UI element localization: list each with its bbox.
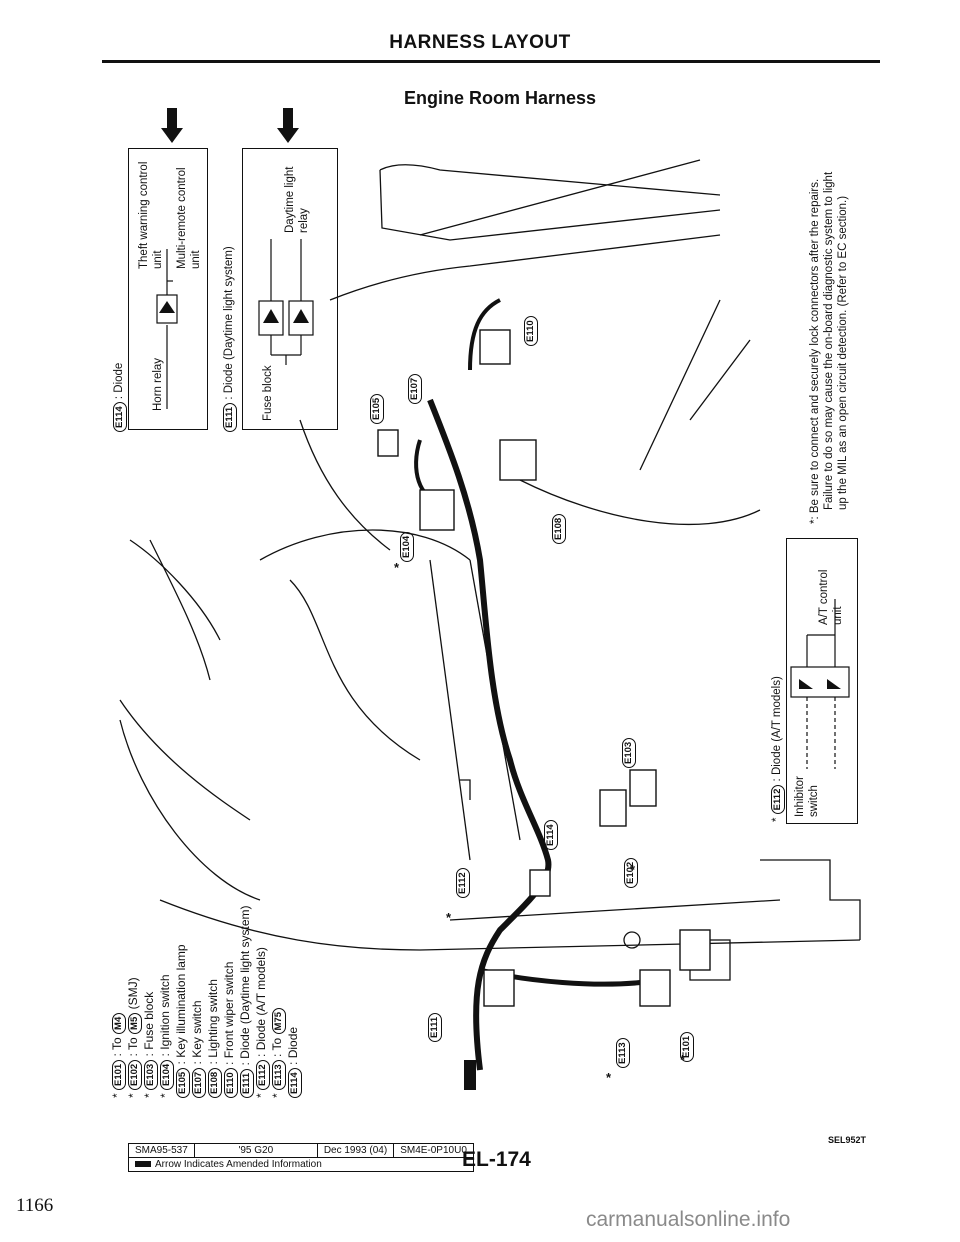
engine-room-harness-drawing bbox=[119, 159, 861, 1090]
star-mark: * bbox=[446, 910, 452, 925]
section-subtitle: Engine Room Harness bbox=[404, 88, 597, 108]
legend-row: E111 : Diode (Daytime light system) bbox=[238, 858, 254, 1098]
watermark: carmanualsonline.info bbox=[586, 1208, 791, 1231]
legend-row: * E101 : To M4 bbox=[110, 858, 126, 1098]
inset-e112-box: Inhibitor switch A/T control unit bbox=[786, 538, 858, 824]
revision-ref: SMA95-537 bbox=[128, 1143, 195, 1158]
inset-e112-caption: * E112 : Diode (A/T models) bbox=[771, 676, 785, 822]
legend-row: * E112 : Diode (A/T models) bbox=[254, 947, 270, 1098]
arrow-icon bbox=[135, 1161, 151, 1168]
connector-label-e105: E105 bbox=[366, 393, 384, 424]
inset-e112-inhibitor: Inhibitor switch bbox=[794, 776, 820, 817]
inset-e111-box: Fuse block Daytime light relay bbox=[242, 148, 338, 430]
connector-label-e102: E102 bbox=[620, 857, 638, 888]
connector-chip: E112 bbox=[771, 784, 785, 815]
revision-date: Dec 1993 (04) bbox=[316, 1143, 395, 1158]
star-mark: * bbox=[680, 1052, 686, 1067]
connector-label-e113: E113 bbox=[612, 1038, 630, 1068]
connector-label-e107: E107 bbox=[404, 373, 422, 404]
diode-symbol-icon bbox=[790, 599, 850, 769]
connector-legend: * E101 : To M4 * E102 : To M5 (SMJ) * E1… bbox=[110, 858, 302, 1098]
connector-label-e111: E111 bbox=[424, 1012, 442, 1042]
star-mark: * bbox=[394, 560, 400, 575]
legend-row: * E102 : To M5 (SMJ) bbox=[126, 977, 142, 1098]
legend-row: * E104 : Ignition switch bbox=[158, 974, 174, 1098]
revision-model: '95 G20 bbox=[193, 1143, 318, 1158]
connector-label-e104: E104 bbox=[396, 531, 414, 562]
diode-symbol-icon bbox=[156, 249, 178, 409]
star-mark: * bbox=[630, 862, 636, 877]
legend-row: E105 : Key illumination lamp bbox=[174, 858, 190, 1098]
legend-row: E110 : Front wiper switch bbox=[222, 858, 238, 1098]
legend-row: E114 : Diode bbox=[286, 858, 302, 1098]
revision-table: SMA95-537 '95 G20 Dec 1993 (04) SM4E-0P1… bbox=[128, 1143, 474, 1172]
connector-label-e114: E114 bbox=[540, 820, 558, 850]
title-rule bbox=[102, 60, 880, 63]
legend-row: E107 : Key switch bbox=[190, 858, 206, 1098]
connector-label-e108: E108 bbox=[548, 513, 566, 544]
page-code: EL-174 bbox=[462, 1148, 531, 1171]
inset-e114-box: Horn relay Theft warning control unit Mu… bbox=[128, 148, 208, 430]
figure-code: SEL952T bbox=[828, 1135, 867, 1145]
amended-arrow-icon bbox=[277, 108, 299, 143]
amended-arrow-icon bbox=[161, 108, 183, 143]
legend-row: * E103 : Fuse block bbox=[142, 991, 158, 1098]
connector-label-e110: E110 bbox=[520, 316, 538, 346]
legend-row: * E113 : To M75 bbox=[270, 858, 286, 1098]
repair-note: *: Be sure to connect and securely lock … bbox=[809, 171, 849, 524]
star-mark: * bbox=[606, 1070, 612, 1085]
inset-e112-at-control: A/T control unit bbox=[818, 569, 844, 625]
diode-symbol-icon bbox=[258, 239, 314, 365]
page-title: HARNESS LAYOUT bbox=[389, 32, 571, 53]
page-number: 1166 bbox=[16, 1195, 54, 1216]
connector-label-e103: E103 bbox=[618, 737, 636, 768]
connector-label-e112: E112 bbox=[452, 868, 470, 898]
legend-row: E108 : Lighting switch bbox=[206, 858, 222, 1098]
revision-note: Arrow Indicates Amended Information bbox=[128, 1157, 474, 1172]
